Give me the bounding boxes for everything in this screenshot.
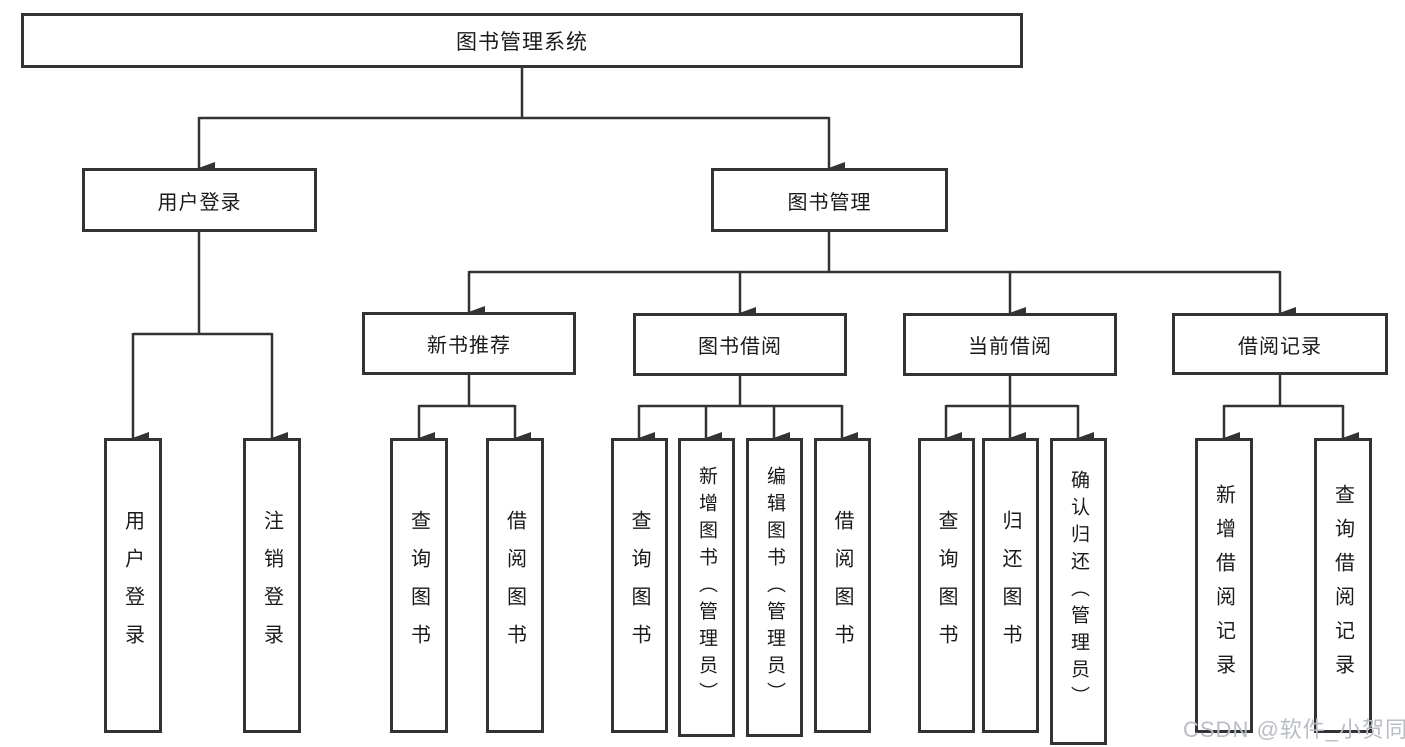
node-book-borrow: 图书借阅 [633,313,847,376]
connector-book-mgmt-trunk [469,232,1280,274]
leaf-cb-query-books: 查询图书 [918,438,975,733]
node-root-library-system: 图书管理系统 [21,13,1023,68]
leaf-user-login: 用户登录 [104,438,162,733]
leaf-bb-add-books-admin: 新增图书（管理员） [678,438,735,737]
leaf-bb-query-books: 查询图书 [611,438,668,733]
node-new-book-recommend: 新书推荐 [362,312,576,375]
leaf-nb-borrow-books: 借阅图书 [486,438,544,733]
node-user-login: 用户登录 [82,168,317,232]
csdn-watermark: CSDN @软件_小贺同学 [1183,717,1405,742]
leaf-logout: 注销登录 [243,438,301,733]
node-book-management: 图书管理 [711,168,948,232]
connector-root-trunk [199,68,829,120]
leaf-cb-return-books: 归还图书 [982,438,1039,733]
connector-book-borrow-trunk [639,376,842,408]
leaf-nb-query-books: 查询图书 [390,438,448,733]
leaf-bb-borrow-books: 借阅图书 [814,438,871,733]
connector-user-login-trunk [133,232,272,336]
leaf-bb-edit-books-admin: 编辑图书（管理员） [746,438,803,737]
node-borrow-records: 借阅记录 [1172,313,1388,375]
connector-current-borrow-trunk [946,376,1078,408]
leaf-cb-confirm-return-admin: 确认归还（管理员） [1050,438,1107,745]
connector-new-books-trunk [419,375,515,408]
node-current-borrow: 当前借阅 [903,313,1117,376]
leaf-br-query-record: 查询借阅记录 [1314,438,1372,733]
connector-borrow-records-trunk [1224,375,1343,408]
leaf-br-add-record: 新增借阅记录 [1195,438,1253,733]
